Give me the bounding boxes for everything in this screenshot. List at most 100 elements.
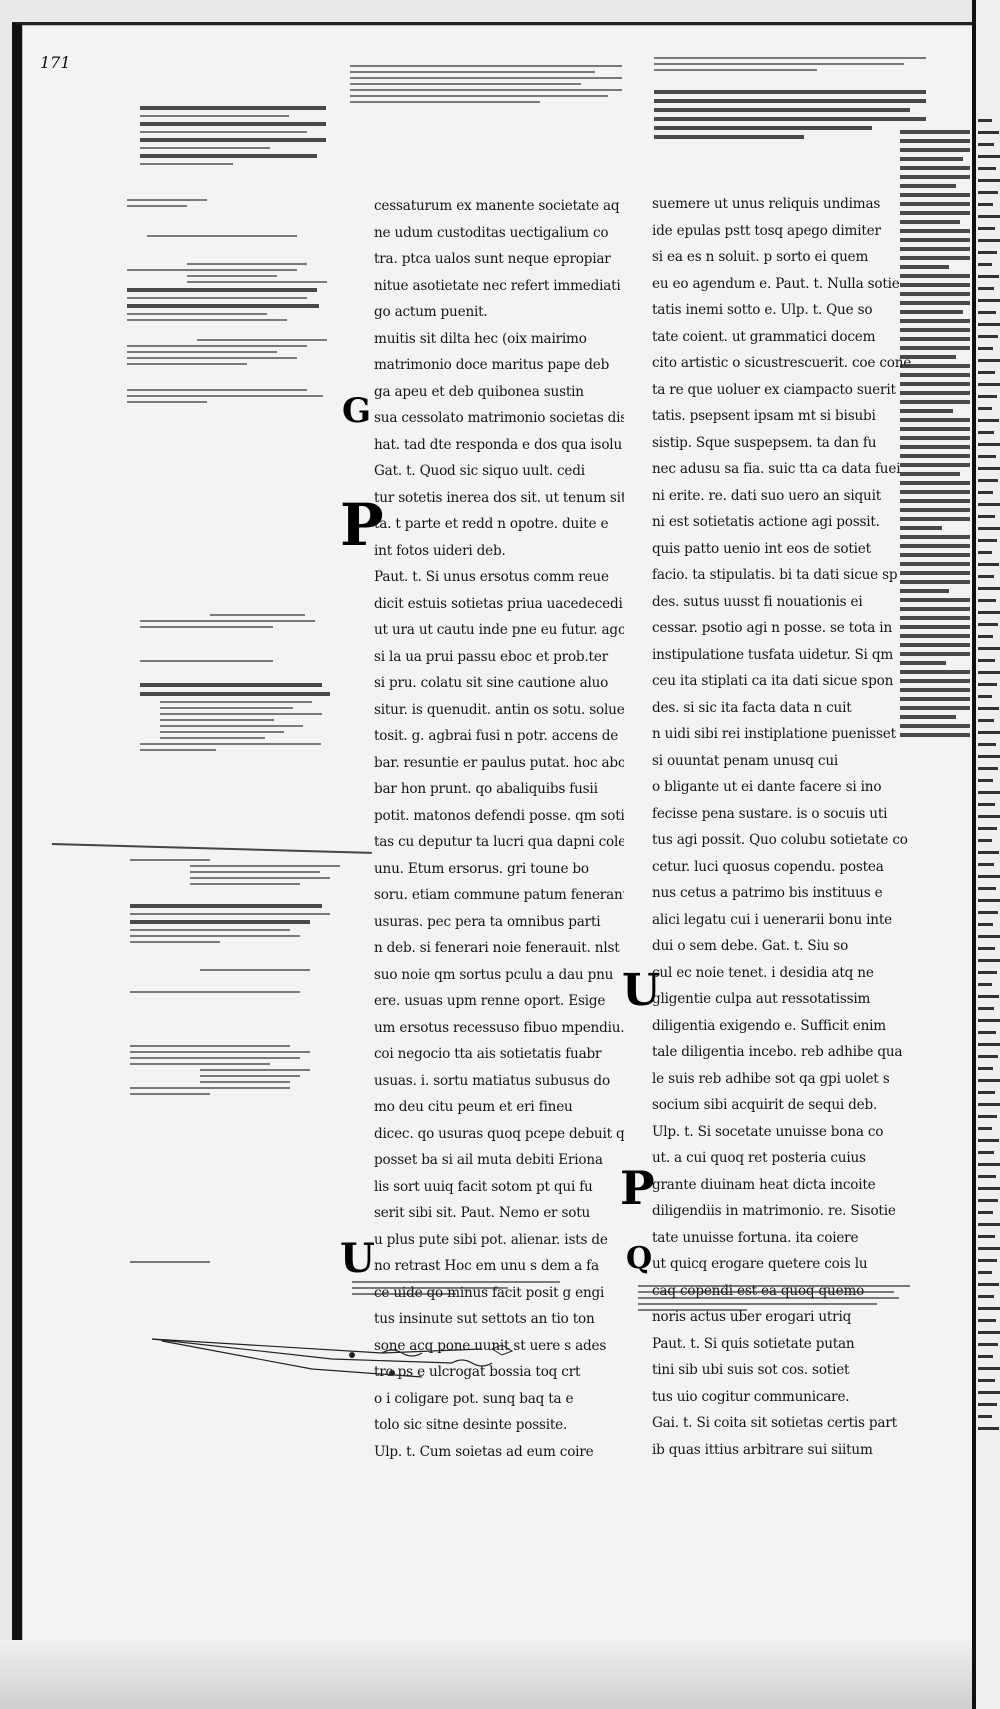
margin-rule — [51, 843, 372, 854]
text-line: tale diligentia incebo. reb adhibe qua — [652, 1044, 903, 1060]
text-line: des. sutus uusst fi nouationis ei — [652, 593, 863, 610]
text-line: ceu ita stiplati ca ita dati sicue spon — [652, 673, 894, 689]
text-line: o i coligare pot. sunq baq ta e — [374, 1390, 574, 1407]
text-line: muitis sit dilta hec (oix mairimo — [374, 330, 587, 347]
text-line: des. si sic ita facta data n cuit — [652, 699, 852, 716]
text-line: ut ura ut cautu inde pne eu futur. ago — [374, 622, 624, 638]
text-line: sone acq pone uunit st uere s ades — [374, 1337, 607, 1354]
text-line: tur sotetis inerea dos sit. ut tenum sit — [374, 489, 624, 506]
gloss-bottom-left — [130, 1257, 230, 1267]
text-line: quis patto uenio int eos de sotiet — [652, 540, 871, 557]
gloss-right-edge — [900, 125, 970, 742]
text-column-right: suemere ut unus reliquis undimas ide epul… — [652, 191, 914, 1463]
text-line: Paut. t. Si quis sotietate putan — [652, 1335, 855, 1352]
text-line: bar hon prunt. qo abaliquibs fusii — [374, 781, 598, 797]
text-line: u plus pute sibi pot. alienar. ists de — [374, 1231, 608, 1248]
text-line: tatis inemi sotto e. Ulp. t. Que so — [652, 302, 873, 318]
text-line: posset ba si ail muta debiti Eriona — [374, 1152, 603, 1168]
text-line: ta. t parte et redd n opotre. duite e — [374, 516, 609, 532]
text-line: bar. resuntie er paulus putat. hoc abo — [374, 754, 624, 771]
initial-g: G — [342, 391, 372, 431]
text-line: nitue asotietate nec refert immediati — [374, 277, 621, 294]
gloss-left-1 — [140, 101, 326, 169]
text-line: diligentia exigendo e. Sufficit enim — [652, 1017, 886, 1034]
text-line: noris actus uber erogari utriq — [652, 1309, 852, 1325]
text-line: dicit estuis sotietas priua uacedecedi — [374, 595, 623, 612]
text-line: soru. etiam commune patum fenerant. — [374, 887, 624, 903]
gloss-top-right — [654, 53, 926, 144]
text-line: tus agi possit. Quo colubu sotietate co — [652, 832, 908, 848]
next-leaf-edge — [972, 0, 1000, 1709]
text-line: gligentie culpa aut ressotatissim — [652, 991, 871, 1007]
text-line: ga apeu et deb quibonea sustin — [374, 383, 584, 400]
text-line: instipulatione tusfata uidetur. Si qm — [652, 646, 894, 663]
gloss-left-4 — [130, 855, 340, 1099]
text-line: sistip. Sque suspepsem. ta dan fu — [652, 434, 877, 451]
text-line: Gat. t. Quod sic siquo uult. cedi — [374, 463, 585, 479]
page-bottom-edge — [0, 1640, 1000, 1709]
text-line: Ulp. t. Si socetate unuisse bona co — [652, 1123, 884, 1140]
text-line: ni est sotietatis actione agi possit. — [652, 514, 880, 530]
text-line: nus cetus a patrimo bis instituus e — [652, 885, 883, 901]
text-line: int fotos uideri deb. — [374, 542, 506, 559]
text-line: situr. is quenudit. antin os sotu. solue — [374, 701, 624, 718]
text-line: cul ec noie tenet. i desidia atq ne — [652, 964, 874, 981]
text-line: si ouuntat penam unusq cui — [652, 752, 839, 769]
initial-p-left: P — [340, 491, 384, 559]
text-line: tus uio cogitur communicare. — [652, 1388, 850, 1405]
initial-u-right: U — [622, 965, 661, 1016]
gloss-top-center — [350, 61, 622, 107]
text-line: tra. ptca ualos sunt neque epropiar — [374, 251, 611, 267]
text-line: Ulp. t. Cum soietas ad eum coire — [374, 1443, 594, 1460]
text-line: sua cessolato matrimonio societas distra — [374, 410, 624, 426]
text-column-left: cessaturum ex manente societate aq pro ne… — [374, 193, 624, 1465]
text-line: ere. usuas upm renne oport. Esige — [374, 993, 606, 1009]
text-line: mo deu citu peum et eri fineu — [374, 1099, 573, 1115]
gloss-left-2 — [127, 195, 327, 407]
text-line: ne udum custoditas uectigalium co — [374, 224, 609, 241]
text-line: tolo sic sitne desinte possite. — [374, 1417, 568, 1433]
text-line: tus insinute sut settots an tio ton — [374, 1311, 595, 1327]
text-line: nec adusu sa fia. suic tta ca data fuei — [652, 461, 901, 477]
text-line: lis sort uuiq facit sotom pt qui fu — [374, 1178, 593, 1195]
text-line: eu eo agendum e. Paut. t. Nulla sotie — [652, 275, 900, 292]
text-line: ni erite. re. dati suo uero an siquit — [652, 487, 881, 504]
gloss-bottom-center — [352, 1277, 612, 1299]
text-line: usuas. i. sortu matiatus subusus do — [374, 1072, 610, 1089]
text-line: tosit. g. agbrai fusi n potr. accens de — [374, 728, 619, 744]
initial-q-right: Q — [626, 1241, 653, 1276]
gloss-left-3 — [140, 610, 330, 755]
initial-u-left: U — [340, 1235, 375, 1282]
text-line: o bligante ut ei dante facere si ino — [652, 779, 882, 795]
text-line: facio. ta stipulatis. bi ta dati sicue s… — [652, 567, 898, 583]
text-line: usuras. pec pera ta omnibus parti — [374, 913, 601, 930]
text-line: fecisse pena sustare. is o socuis uti — [652, 805, 888, 822]
text-line: matrimonio doce maritus pape deb — [374, 357, 610, 373]
text-line: cessar. psotio agi n posse. se tota in — [652, 620, 892, 636]
text-line: si pru. colatu sit sine cautione aluo — [374, 675, 609, 691]
text-line: cessaturum ex manente societate aq pro — [374, 198, 624, 214]
text-line: alici legatu cui i uenerarii bonu inte — [652, 911, 892, 928]
text-line: dicec. qo usuras quoq pcepe debuit qs — [374, 1125, 624, 1142]
text-line: ut quicq erogare quetere cois lu — [652, 1256, 868, 1272]
text-line: cito artistic o sicustrescuerit. coe con… — [652, 355, 912, 371]
text-line: ta re que uoluer ex ciampacto suerit — [652, 381, 896, 398]
text-line: tro ps e ulcrogat bossia toq crt — [374, 1364, 581, 1380]
text-line: tas cu deputur ta lucri qua dapni cole — [374, 834, 624, 850]
gloss-bottom-right — [638, 1281, 910, 1315]
text-line: ide epulas pstt tosq apego dimiter — [652, 222, 881, 239]
text-line: tatis. psepsent ipsam mt si bisubi — [652, 408, 876, 424]
text-line: unu. Etum ersorus. gri toune bo — [374, 860, 589, 877]
text-line: n uidi sibi rei instiplatione puenisset — [652, 726, 896, 742]
text-line: go actum puenit. — [374, 304, 488, 320]
text-line: tate unuisse fortuna. ita coiere — [652, 1229, 859, 1246]
text-line: um ersotus recessuso fibuo mpendiu. — [374, 1019, 624, 1036]
text-line: ut. a cui quoq ret posteria cuius — [652, 1150, 866, 1166]
text-line: dui o sem debe. Gat. t. Siu so — [652, 938, 849, 954]
text-line: suemere ut unus reliquis undimas — [652, 196, 881, 212]
text-line: serit sibi sit. Paut. Nemo er sotu — [374, 1205, 591, 1221]
text-line: ib quas ittius arbitrare sui siitum — [652, 1441, 873, 1458]
text-line: coi negocio tta ais sotietatis fuabr — [374, 1046, 602, 1062]
text-line: le suis reb adhibe sot qa gpi uolet s — [652, 1070, 890, 1087]
text-line: no retrast Hoc em unu s dem a fa — [374, 1258, 599, 1274]
